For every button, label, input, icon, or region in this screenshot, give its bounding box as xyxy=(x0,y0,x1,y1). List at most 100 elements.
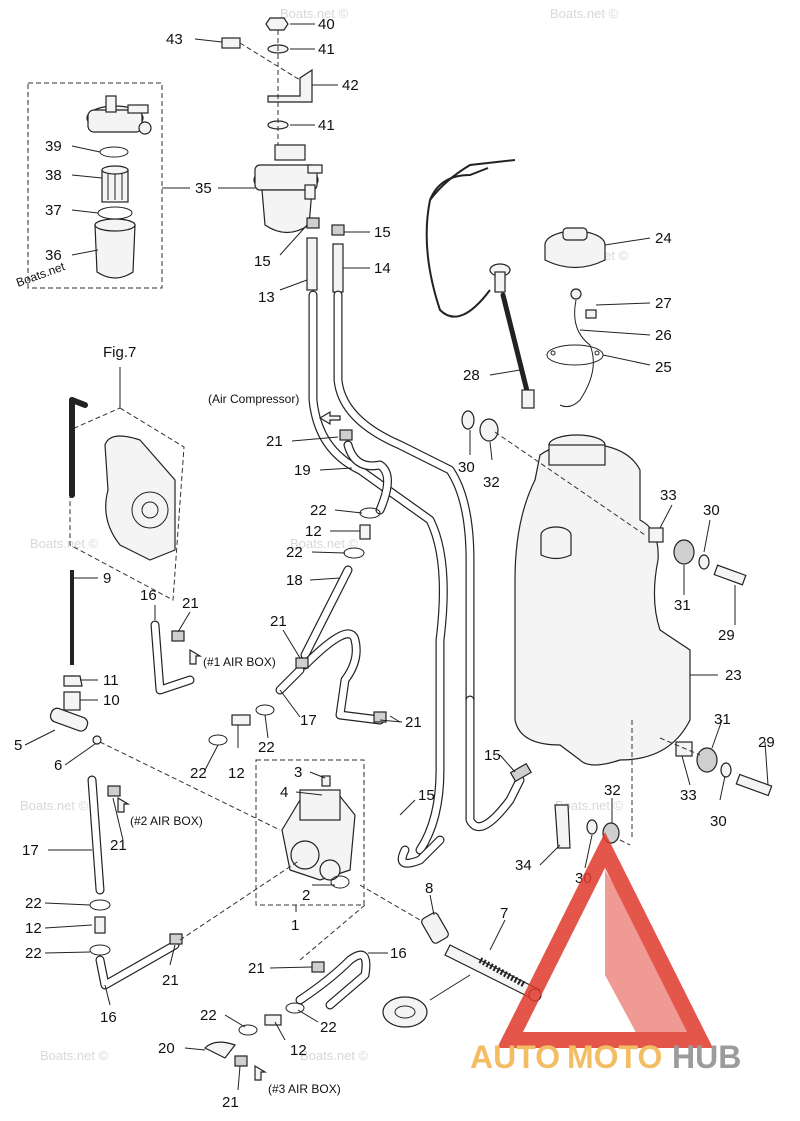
filter-assembly-head xyxy=(274,144,306,161)
grommet xyxy=(673,539,695,565)
callout: 14 xyxy=(374,260,391,277)
callout: 22 xyxy=(320,1019,337,1036)
rod-end xyxy=(49,707,89,732)
callout: 23 xyxy=(725,667,742,684)
logo-triangle-icon xyxy=(497,832,713,1048)
watermark: Boats.net © xyxy=(555,798,624,813)
callout: 22 xyxy=(25,895,42,912)
callout: 15 xyxy=(254,253,271,270)
callout: 21 xyxy=(110,837,127,854)
callout: 22 xyxy=(310,502,327,519)
leader-lines xyxy=(24,23,769,1091)
callout: 20 xyxy=(158,1040,175,1057)
callout: 12 xyxy=(305,523,322,540)
callout: 21 xyxy=(248,960,265,977)
hose-clip xyxy=(306,217,320,229)
automotohub-logo: AUTO MOTO HUB xyxy=(470,832,741,1075)
callout: 24 xyxy=(655,230,672,247)
callout: 22 xyxy=(258,739,275,756)
callout: 33 xyxy=(660,487,677,504)
air-compressor-label: (Air Compressor) xyxy=(208,392,299,406)
callout: 33 xyxy=(680,787,697,804)
callout: 38 xyxy=(45,167,62,184)
callout: 9 xyxy=(103,570,111,587)
callout: 15 xyxy=(374,224,391,241)
grommet xyxy=(696,747,718,773)
oil-tank-group xyxy=(425,159,773,849)
callout: 32 xyxy=(483,474,500,491)
callout: 34 xyxy=(515,857,532,874)
flow-arrow xyxy=(117,796,131,813)
oil-seal xyxy=(382,996,428,1028)
brand-hub: HUB xyxy=(672,1039,741,1075)
bushing xyxy=(421,912,449,944)
bolt xyxy=(735,773,773,797)
callout: 3 xyxy=(294,764,302,781)
callout: 10 xyxy=(103,692,120,709)
watermark: Boats.net © xyxy=(20,798,89,813)
bolt xyxy=(221,37,241,49)
callout: 43 xyxy=(166,31,183,48)
callout: 4 xyxy=(280,784,288,801)
watermark: Boats.net © xyxy=(550,6,619,21)
callout: 22 xyxy=(200,1007,217,1024)
callout: 16 xyxy=(140,587,157,604)
callout: 41 xyxy=(318,41,335,58)
joint xyxy=(63,691,81,711)
joint xyxy=(203,1041,236,1059)
callout: 30 xyxy=(703,502,720,519)
callout: 39 xyxy=(45,138,62,155)
grommet xyxy=(461,410,475,430)
callout: 21 xyxy=(222,1094,239,1111)
callout: 37 xyxy=(45,202,62,219)
flow-arrow xyxy=(189,648,203,665)
callout: 42 xyxy=(342,77,359,94)
callout: 17 xyxy=(22,842,39,859)
callout: 30 xyxy=(458,459,475,476)
callout: 40 xyxy=(318,16,335,33)
main-fuel-lines xyxy=(308,290,525,868)
callout: 11 xyxy=(103,672,119,689)
callout: 15 xyxy=(418,787,435,804)
fig7-label: Fig.7 xyxy=(103,344,136,361)
callout: 18 xyxy=(286,572,303,589)
air-box-2-label: (#2 AIR BOX) xyxy=(130,814,203,828)
watermark: Boats.net xyxy=(14,259,67,290)
nut xyxy=(63,675,83,687)
callout: 8 xyxy=(425,880,433,897)
fuel-hose xyxy=(332,243,344,293)
brand-auto: AUTO xyxy=(470,1039,560,1075)
watermark: Boats.net © xyxy=(300,1048,369,1063)
fuel-hose xyxy=(306,237,318,291)
washer xyxy=(698,554,710,570)
fuel-filter-group xyxy=(27,17,345,293)
pump-box xyxy=(255,759,365,906)
callout: 16 xyxy=(390,945,407,962)
watermarks: Boats.net © Boats.net © Boats.net © Boat… xyxy=(20,6,629,1063)
flow-arrow xyxy=(254,1064,268,1081)
callout: 21 xyxy=(266,433,283,450)
callout: 7 xyxy=(500,905,508,922)
filter-bowl xyxy=(94,224,136,279)
callout: 1 xyxy=(291,917,299,934)
callout: 41 xyxy=(318,117,335,134)
callout: 26 xyxy=(655,327,672,344)
o-ring xyxy=(99,146,129,158)
collar xyxy=(675,741,693,757)
callout: 27 xyxy=(655,295,672,312)
callout: 29 xyxy=(718,627,735,644)
callout: 36 xyxy=(45,247,62,264)
nut xyxy=(265,17,289,31)
air-box-3-label: (#3 AIR BOX) xyxy=(268,1082,341,1096)
brand-moto: MOTO xyxy=(567,1039,662,1075)
hose-clip xyxy=(331,224,345,236)
callout: 21 xyxy=(270,613,287,630)
callout: 21 xyxy=(162,972,179,989)
callout: 19 xyxy=(294,462,311,479)
small-hoses xyxy=(87,410,392,1081)
callout: 12 xyxy=(25,920,42,937)
rivet xyxy=(585,309,597,319)
bolt xyxy=(713,564,747,586)
callout: 22 xyxy=(190,765,207,782)
callout: 2 xyxy=(302,887,310,904)
